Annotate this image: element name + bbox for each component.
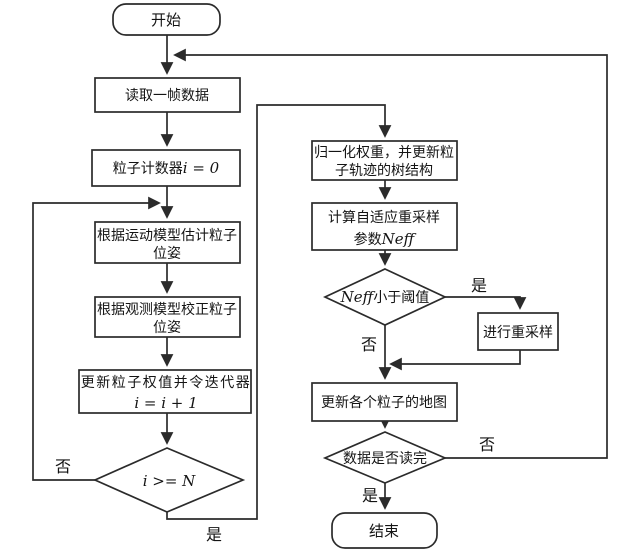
label-done-yes: 是 — [362, 486, 378, 505]
node-end-label: 结束 — [369, 522, 399, 540]
node-counter-label: 粒子计数器i = 0 — [113, 159, 220, 177]
node-observe-line1: 根据观测模型校正粒子 — [97, 301, 237, 318]
node-normalize-line2: 子轨迹的树结构 — [335, 163, 433, 179]
node-data-done — [322, 431, 448, 484]
node-counter — [91, 149, 241, 187]
node-observe — [94, 296, 241, 338]
node-iter-check — [92, 447, 246, 513]
label-iter-yes: 是 — [206, 525, 222, 544]
node-neff-calc — [311, 202, 458, 251]
node-neff-check-label: Neff小于阈值 — [340, 288, 430, 306]
edge-resample-return — [389, 350, 521, 371]
node-neff-check — [322, 268, 448, 326]
node-resample-label: 进行重采样 — [483, 325, 553, 341]
label-iter-no: 否 — [55, 457, 71, 476]
node-start — [112, 3, 221, 36]
edge-iter-no-loop — [32, 196, 161, 481]
node-end — [331, 512, 438, 549]
edge-done-no-return — [173, 48, 608, 459]
node-normalize — [311, 140, 458, 181]
node-motion-line1: 根据运动模型估计粒子 — [97, 228, 237, 244]
node-motion-line2: 位姿 — [153, 246, 181, 262]
label-neff-yes: 是 — [471, 276, 487, 295]
node-observe-line2: 位姿 — [153, 320, 181, 336]
node-normalize-line1: 归一化权重，并更新粒 — [314, 144, 454, 161]
label-done-no: 否 — [479, 435, 495, 454]
node-update-map-label: 更新各个粒子的地图 — [321, 395, 447, 411]
label-neff-no: 否 — [361, 335, 377, 354]
node-neff-calc-line2: 参数Neff — [354, 230, 417, 248]
node-iter-check-label: i >= N — [143, 472, 196, 490]
node-start-label: 开始 — [151, 11, 181, 29]
edge-iter-yes — [166, 104, 392, 520]
node-motion — [94, 221, 241, 264]
edge-labels: 否 是 是 否 否 是 — [55, 276, 495, 544]
node-update-map — [311, 382, 458, 422]
node-resample — [477, 312, 559, 351]
node-update-weight — [78, 369, 252, 414]
node-read-frame-label: 读取一帧数据 — [125, 87, 209, 104]
node-update-weight-line2: i = i + 1 — [134, 394, 197, 412]
node-read-frame — [94, 77, 241, 113]
edges — [32, 35, 608, 520]
node-update-weight-line1: 更新粒子权值并令迭代器 — [81, 375, 252, 391]
node-data-done-label: 数据是否读完 — [343, 450, 427, 467]
node-neff-calc-line1: 计算自适应重采样 — [328, 209, 440, 226]
edge-neff-yes — [445, 296, 527, 310]
nodes: 开始 读取一帧数据 粒子计数器i = 0 根据运动模型估计粒子 位姿 根据观测模… — [78, 3, 559, 549]
